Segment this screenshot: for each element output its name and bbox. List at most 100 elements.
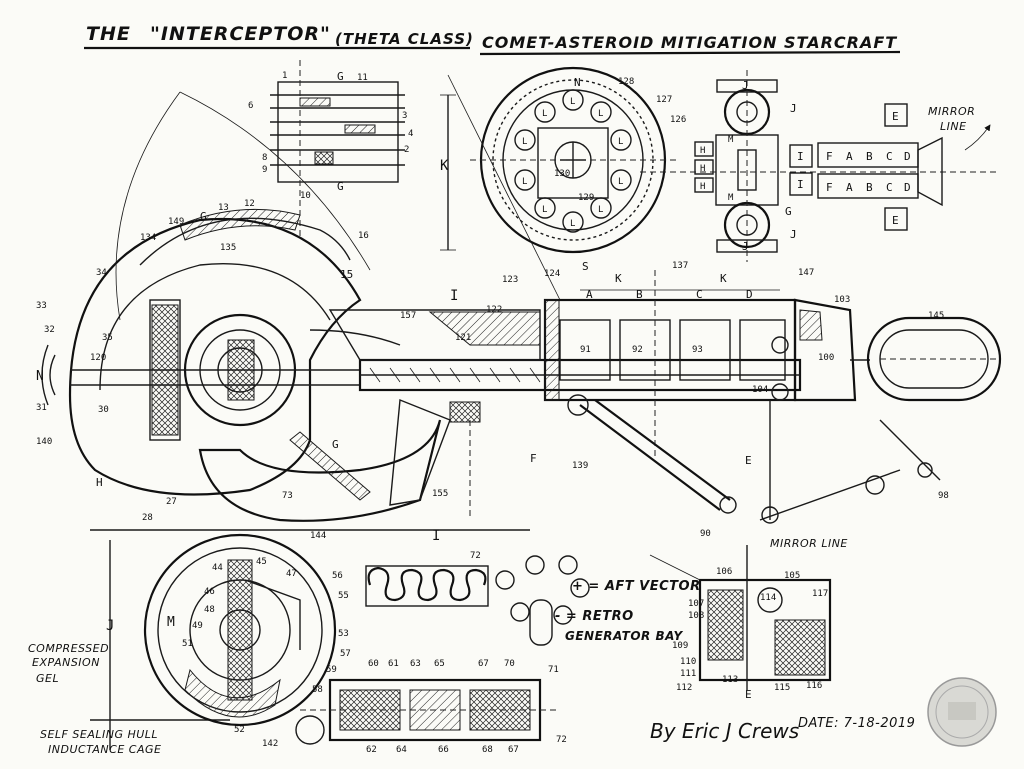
row2-a: A <box>846 181 853 194</box>
j-label-right-top: J <box>790 102 797 115</box>
row1-a: A <box>846 150 853 163</box>
module-d: D <box>746 288 753 301</box>
part-73: 73 <box>282 491 293 501</box>
part-92: 92 <box>632 345 643 355</box>
part-31: 31 <box>36 403 47 413</box>
part-48: 48 <box>204 605 215 615</box>
row2-b: B <box>866 181 873 194</box>
ring-l-3: L <box>522 137 527 147</box>
h-box-2: H <box>700 164 705 174</box>
part-105: 105 <box>784 571 800 581</box>
part-116: 116 <box>806 681 822 691</box>
module-a: A <box>586 288 593 301</box>
view-label-i-bottom: I <box>432 528 440 544</box>
part-68: 68 <box>482 745 493 755</box>
part-27: 27 <box>166 497 177 507</box>
part-100: 100 <box>818 353 834 363</box>
rotor-assembly <box>640 70 1000 262</box>
ring-l-8: L <box>598 205 603 215</box>
dimension-k <box>440 74 561 301</box>
bottom-ring-view <box>143 533 337 727</box>
date-note: DATE: 7-18-2019 <box>798 716 915 731</box>
view-label-n: N <box>36 369 44 384</box>
view-label-k-front-2: K <box>720 272 727 285</box>
ring-l-6: L <box>618 177 623 187</box>
part-147: 147 <box>798 268 814 278</box>
view-label-g-inset-2: G <box>337 180 344 193</box>
ring-l-1: L <box>542 109 547 119</box>
ring-l-4: L <box>618 137 623 147</box>
part-144: 144 <box>310 531 326 541</box>
j-label-right-bottom: J <box>790 228 797 241</box>
part-110: 110 <box>680 657 696 667</box>
cockpit-ring-view <box>470 66 680 254</box>
part-123: 123 <box>502 275 518 285</box>
ring-l-7: L <box>542 205 547 215</box>
part-144b: 90 <box>700 529 711 539</box>
part-3: 3 <box>402 111 407 121</box>
part-71: 71 <box>548 665 559 675</box>
part-63: 63 <box>410 659 421 669</box>
part-33: 33 <box>36 301 47 311</box>
part-16: 16 <box>358 231 369 241</box>
part-114: 114 <box>760 593 776 603</box>
retro-note: - = RETRO <box>555 609 634 624</box>
ring-l-5: L <box>522 177 527 187</box>
part-135: 135 <box>220 243 236 253</box>
hull-cage-1: SELF SEALING HULL <box>40 728 158 741</box>
part-number-callouts: 1 11 3 4 6 8 9 2 10 128 127 126 129 130 … <box>36 71 949 755</box>
ring-l-2: L <box>598 109 603 119</box>
row1-c: C <box>886 150 893 163</box>
part-108: 108 <box>688 611 704 621</box>
part-8: 8 <box>262 153 267 163</box>
part-106: 106 <box>716 567 732 577</box>
module-b: B <box>636 288 643 301</box>
part-28: 28 <box>142 513 153 523</box>
view-label-i: I <box>450 288 458 304</box>
title-subject: COMET-ASTEROID MITIGATION STARCRAFT <box>482 33 897 52</box>
part-47: 47 <box>286 569 297 579</box>
row1-b: B <box>866 150 873 163</box>
part-113: 113 <box>722 675 738 685</box>
part-155: 155 <box>432 489 448 499</box>
vector-legend <box>495 555 590 646</box>
part-15: 15 <box>340 268 353 281</box>
part-70: 70 <box>504 659 515 669</box>
coil-spring <box>365 565 489 607</box>
part-52: 52 <box>234 725 245 735</box>
part-34: 34 <box>96 268 107 278</box>
aft-vector-note: + = AFT VECTOR <box>572 579 701 594</box>
part-59: 59 <box>326 665 337 675</box>
title-block: THE "INTERCEPTOR" (THETA CLASS) COMET-AS… <box>84 23 901 56</box>
part-12: 12 <box>244 199 255 209</box>
j-label-bottom: J <box>742 240 749 253</box>
part-140: 140 <box>36 437 52 447</box>
part-129: 129 <box>578 193 594 203</box>
mirror-line-top-1: MIRROR <box>928 105 975 118</box>
part-1: 1 <box>282 71 287 81</box>
part-60: 60 <box>368 659 379 669</box>
part-67b: 67 <box>508 745 519 755</box>
part-49: 49 <box>192 621 203 631</box>
part-109: 109 <box>672 641 688 651</box>
view-label-g-hull: G <box>200 210 207 223</box>
ring-s: S <box>582 260 589 273</box>
part-121: 121 <box>455 333 471 343</box>
detail-box <box>649 545 832 690</box>
part-46: 46 <box>204 587 215 597</box>
part-72b: 72 <box>556 735 567 745</box>
view-label-f: F <box>530 452 537 465</box>
view-label-m: M <box>167 615 175 630</box>
part-45: 45 <box>256 557 267 567</box>
e-box-top: E <box>892 110 899 123</box>
part-85: 139 <box>572 461 588 471</box>
view-labels: K I I J N N S L L L L L L L L L L G G G … <box>36 70 753 701</box>
part-103: 103 <box>834 295 850 305</box>
signature: By Eric J Crews <box>650 719 799 743</box>
part-93: 93 <box>692 345 703 355</box>
ring-n: N <box>574 76 581 89</box>
view-label-g-lower: G <box>332 438 339 451</box>
compressed-gel-2: EXPANSION <box>32 656 100 669</box>
part-115: 115 <box>774 683 790 693</box>
